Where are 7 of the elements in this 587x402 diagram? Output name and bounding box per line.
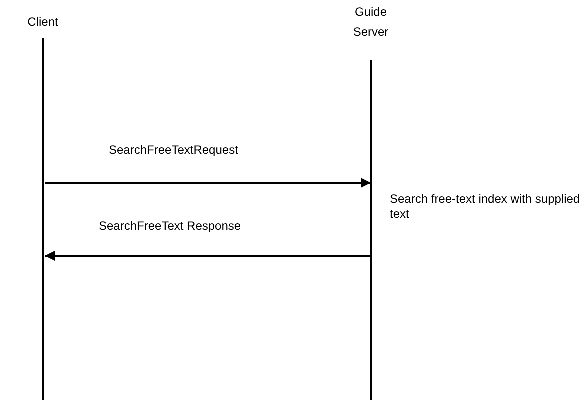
message-arrow <box>45 178 371 188</box>
message-label: SearchFreeText Response <box>97 219 244 233</box>
participant-label: Guide Server <box>352 4 390 41</box>
message-label: SearchFreeTextRequest <box>107 143 240 157</box>
note-text: Search free-text index with supplied text <box>390 192 582 222</box>
message-arrow <box>45 251 371 261</box>
participant-label: Client <box>26 14 60 31</box>
